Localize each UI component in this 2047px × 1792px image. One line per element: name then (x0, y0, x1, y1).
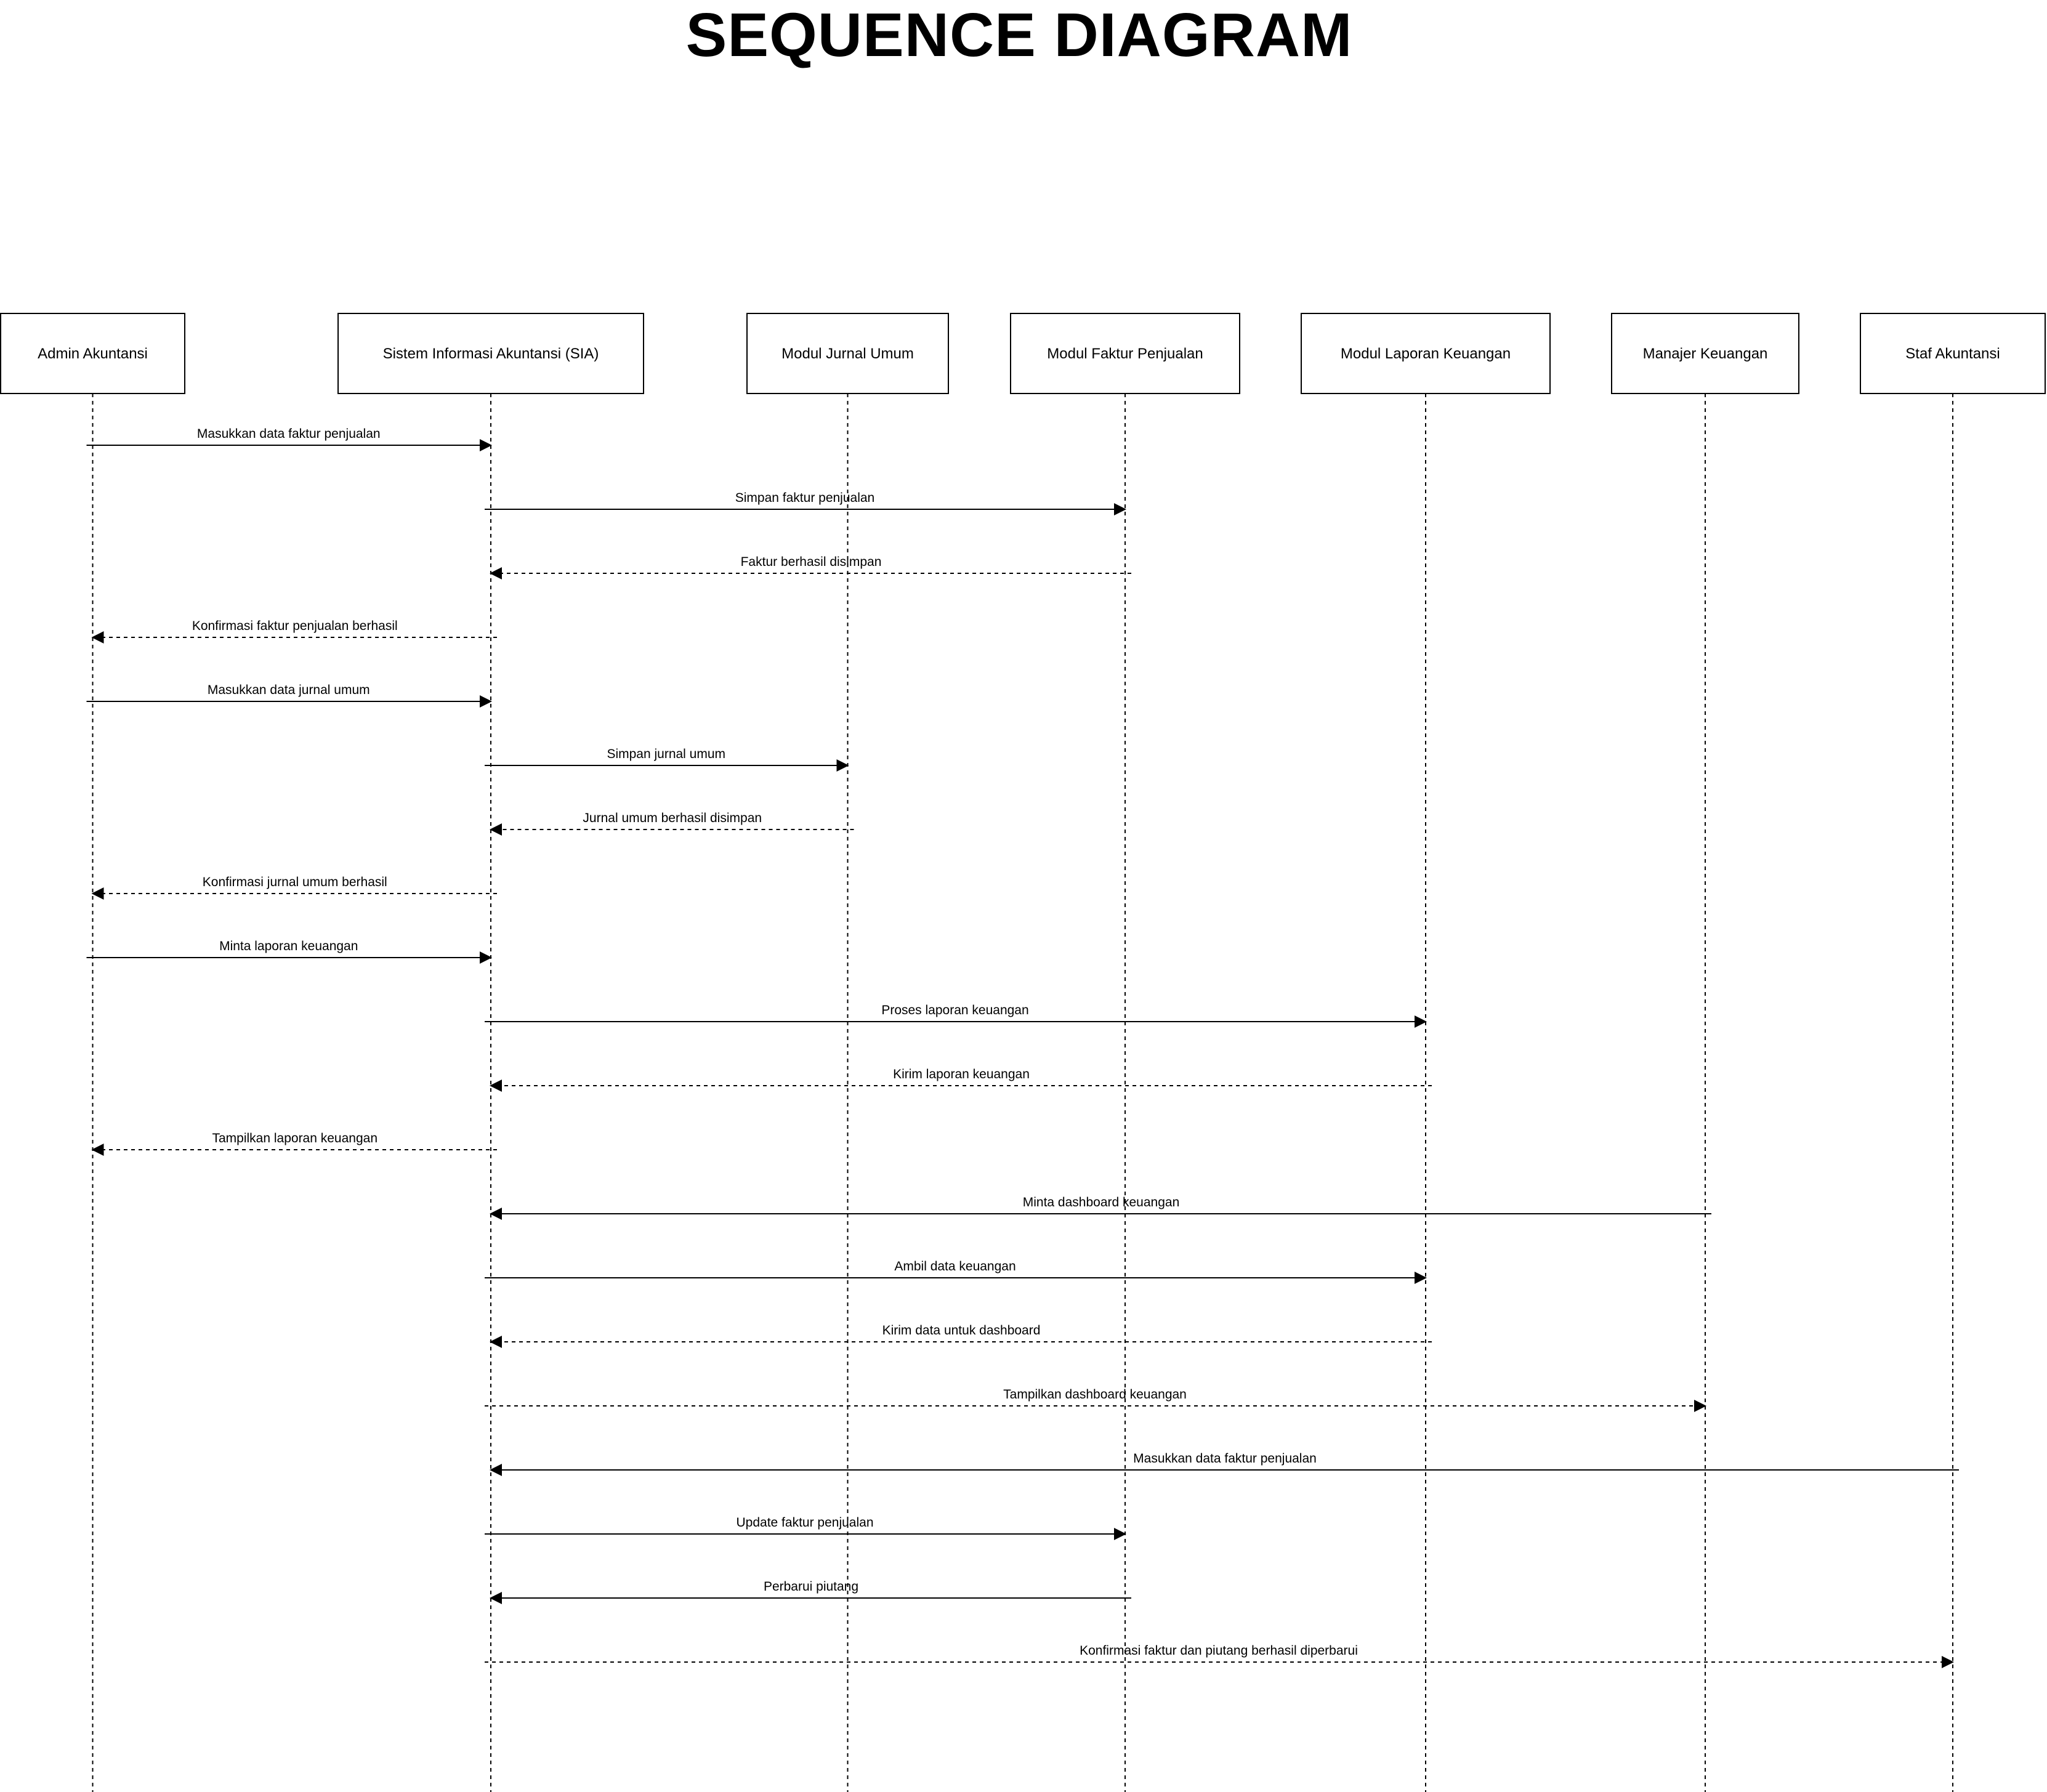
message-20: Konfirmasi faktur dan piutang berhasil d… (485, 1644, 1954, 1668)
message-6: Simpan jurnal umum (485, 747, 849, 772)
message-17: Masukkan data faktur penjualan (490, 1451, 1959, 1476)
message-1: Masukkan data faktur penjualan (86, 427, 492, 451)
message-19: Perbarui piutang (490, 1580, 1131, 1604)
message-16: Tampilkan dashboard keuangan (485, 1387, 1706, 1412)
message-13: Minta dashboard keuangan (490, 1195, 1711, 1220)
message-label: Ambil data keuangan (894, 1259, 1015, 1273)
message-12: Tampilkan laporan keuangan (91, 1131, 497, 1156)
actor-jurnal: Modul Jurnal Umum (746, 313, 949, 394)
message-label: Tampilkan dashboard keuangan (1003, 1387, 1187, 1402)
actor-box (1301, 313, 1551, 394)
actor-label: Modul Jurnal Umum (781, 345, 914, 362)
message-7: Jurnal umum berhasil disimpan (490, 811, 854, 836)
message-label: Perbarui piutang (764, 1580, 858, 1594)
message-label: Tampilkan laporan keuangan (212, 1131, 378, 1145)
actor-label: Modul Laporan Keuangan (1341, 345, 1511, 362)
actor-label: Sistem Informasi Akuntansi (SIA) (383, 345, 599, 362)
actor-faktur: Modul Faktur Penjualan (1010, 313, 1240, 394)
actor-manajer: Manajer Keuangan (1611, 313, 1799, 394)
actor-laporan: Modul Laporan Keuangan (1301, 313, 1551, 394)
message-label: Masukkan data jurnal umum (208, 683, 370, 697)
actor-box (337, 313, 644, 394)
actor-box (1010, 313, 1240, 394)
actor-label: Admin Akuntansi (38, 345, 148, 362)
message-label: Masukkan data faktur penjualan (1133, 1451, 1317, 1466)
message-8: Konfirmasi jurnal umum berhasil (91, 875, 497, 900)
message-11: Kirim laporan keuangan (490, 1067, 1432, 1092)
message-15: Kirim data untuk dashboard (490, 1323, 1432, 1348)
actor-box (746, 313, 949, 394)
actor-box (1611, 313, 1799, 394)
message-4: Konfirmasi faktur penjualan berhasil (91, 619, 497, 644)
message-label: Kirim data untuk dashboard (882, 1323, 1041, 1338)
actor-label: Modul Faktur Penjualan (1047, 345, 1203, 362)
message-label: Kirim laporan keuangan (893, 1067, 1030, 1081)
message-label: Update faktur penjualan (737, 1516, 874, 1530)
diagram-title: SEQUENCE DIAGRAM (685, 1, 1353, 70)
message-5: Masukkan data jurnal umum (86, 683, 492, 708)
message-label: Masukkan data faktur penjualan (197, 427, 381, 441)
message-3: Faktur berhasil disimpan (490, 555, 1131, 579)
actor-sia: Sistem Informasi Akuntansi (SIA) (337, 313, 644, 394)
actor-label: Staf Akuntansi (1905, 345, 2000, 362)
actor-label: Manajer Keuangan (1643, 345, 1768, 362)
message-label: Proses laporan keuangan (881, 1003, 1028, 1017)
message-label: Minta dashboard keuangan (1023, 1195, 1180, 1209)
message-18: Update faktur penjualan (485, 1516, 1126, 1540)
actor-box (0, 313, 185, 394)
message-10: Proses laporan keuangan (485, 1003, 1427, 1028)
message-label: Simpan jurnal umum (607, 747, 725, 761)
actor-admin: Admin Akuntansi (0, 313, 185, 394)
message-label: Simpan faktur penjualan (735, 491, 874, 505)
message-14: Ambil data keuangan (485, 1259, 1427, 1284)
message-9: Minta laporan keuangan (86, 939, 492, 964)
message-label: Faktur berhasil disimpan (741, 555, 882, 569)
message-label: Jurnal umum berhasil disimpan (583, 811, 762, 825)
actor-box (1860, 313, 2046, 394)
message-2: Simpan faktur penjualan (485, 491, 1126, 515)
message-label: Minta laporan keuangan (219, 939, 358, 953)
message-label: Konfirmasi jurnal umum berhasil (203, 875, 387, 889)
actor-staf: Staf Akuntansi (1860, 313, 2046, 394)
message-label: Konfirmasi faktur dan piutang berhasil d… (1080, 1644, 1358, 1658)
message-label: Konfirmasi faktur penjualan berhasil (192, 619, 398, 633)
